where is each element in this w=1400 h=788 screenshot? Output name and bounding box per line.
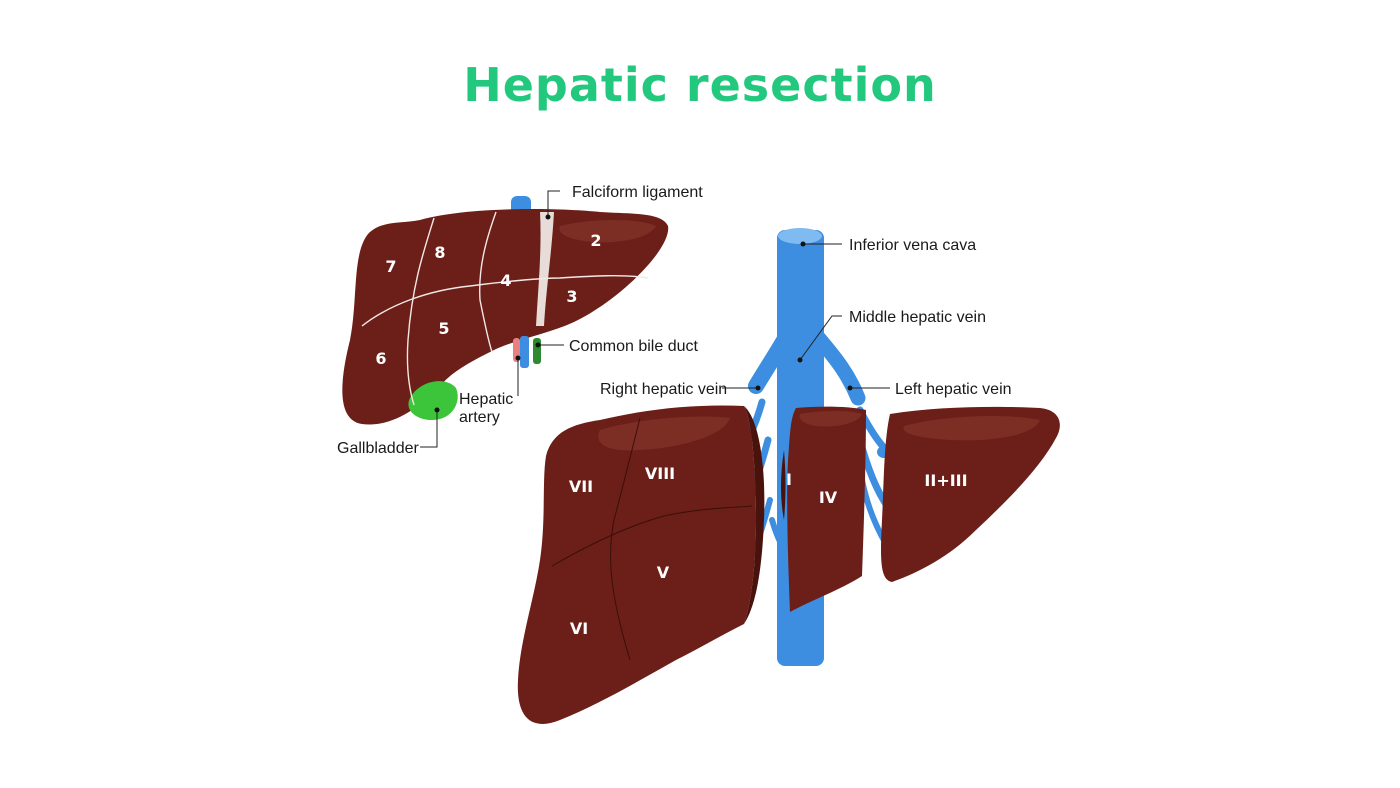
gallbladder-label: Gallbladder	[337, 440, 420, 457]
falciform-ligament-shape	[536, 212, 554, 326]
left-hepatic-vein-label: Left hepatic vein	[895, 381, 1012, 398]
common-bile-duct-vessel	[533, 338, 541, 364]
inferior-vena-cava-label: Inferior vena cava	[849, 237, 976, 254]
common-bile-duct-label: Common bile duct	[569, 338, 699, 355]
hepatic-artery-label-line2: artery	[459, 409, 500, 426]
segment-iv-shape	[787, 406, 866, 612]
upper-liver-highlight	[559, 220, 656, 243]
page-title: Hepatic resection	[463, 58, 937, 112]
upper-liver	[342, 196, 669, 425]
segment-3-label: 3	[566, 287, 577, 306]
segment-4-label: 4	[500, 271, 511, 290]
segment-6-label: 6	[375, 349, 386, 368]
segment-5-label: 5	[438, 319, 449, 338]
segment-v-label: V	[657, 563, 670, 582]
right-hepatic-vein-label: Right hepatic vein	[600, 381, 727, 398]
right-lobe-cut-face	[744, 406, 765, 624]
gallbladder-shape	[408, 381, 458, 420]
hepatic-artery-label-line1: Hepatic	[459, 391, 513, 408]
segment-i-label: I	[786, 470, 792, 489]
segment-vi-label: VI	[570, 619, 588, 638]
right-lobe-shape	[517, 405, 756, 724]
segment-ii-iii-label: II+III	[924, 471, 967, 490]
segment-7-label: 7	[385, 257, 396, 276]
falciform-ligament-label: Falciform ligament	[572, 184, 703, 201]
left-lobe-shape	[881, 406, 1060, 582]
lower-liver	[517, 228, 1060, 724]
segment-vii-label: VII	[569, 477, 593, 496]
portal-vein-vessel	[520, 336, 529, 368]
segment-viii-label: VIII	[645, 464, 675, 483]
middle-hepatic-vein-label: Middle hepatic vein	[849, 309, 986, 326]
upper-liver-body	[342, 209, 669, 425]
segment-2-label: 2	[590, 231, 601, 250]
segment-8-label: 8	[434, 243, 445, 262]
segment-iv-label: IV	[819, 488, 838, 507]
